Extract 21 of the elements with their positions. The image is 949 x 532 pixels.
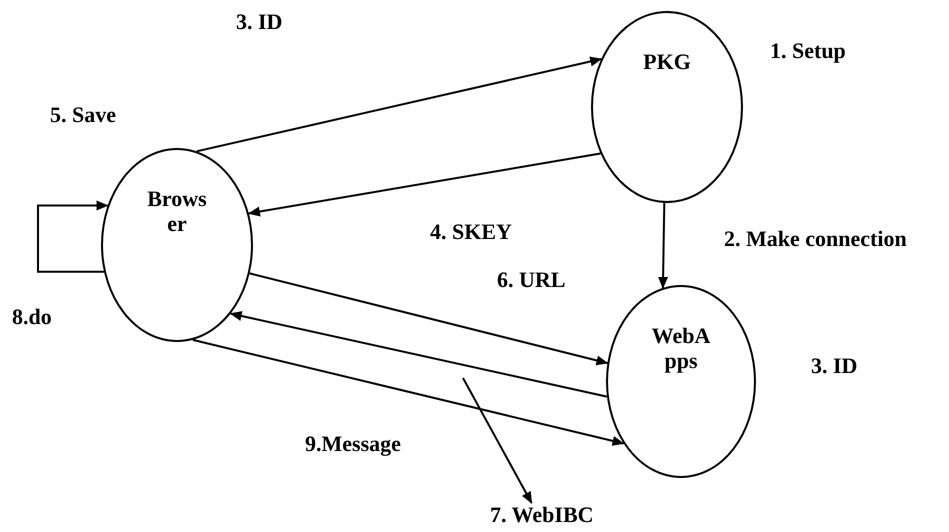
target-label: 7. WebIBC	[490, 502, 594, 527]
arrow	[462, 378, 532, 504]
arrow	[192, 338, 624, 446]
arrow	[249, 272, 608, 366]
step-label: 5. Save	[50, 103, 116, 128]
step-label: 3. ID	[236, 10, 282, 34]
step-label: 8.do	[12, 305, 52, 330]
arrow	[248, 152, 601, 216]
arrow	[37, 200, 109, 273]
step-label: 6. URL	[497, 268, 566, 292]
node-label: Brows er	[146, 186, 208, 237]
arrow	[230, 311, 608, 398]
arrow	[196, 56, 602, 152]
node-label: PKG	[642, 49, 692, 74]
step-label: 4. SKEY	[430, 220, 512, 244]
step-label: 2. Make connection	[724, 227, 907, 252]
step-label: 3. ID	[811, 354, 858, 378]
step-label: 9.Message	[305, 432, 401, 456]
arrow	[658, 202, 668, 289]
node-label: WebA pps	[650, 323, 712, 374]
step-label: 1. Setup	[770, 39, 846, 64]
